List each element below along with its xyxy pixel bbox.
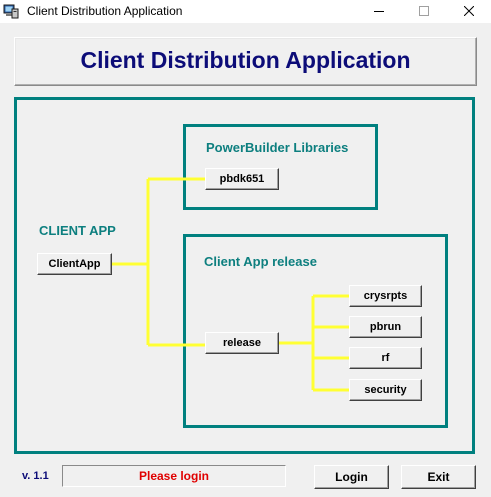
- distribution-panel: [14, 97, 475, 454]
- app-computer-icon: [3, 3, 19, 19]
- minimize-icon: [374, 3, 384, 21]
- minimize-button[interactable]: [356, 0, 402, 23]
- rf-button[interactable]: rf: [349, 347, 422, 369]
- login-button[interactable]: Login: [314, 465, 389, 489]
- version-label: v. 1.1: [22, 470, 49, 482]
- exit-button[interactable]: Exit: [401, 465, 476, 489]
- libraries-label: PowerBuilder Libraries: [206, 140, 349, 155]
- maximize-button[interactable]: [401, 0, 447, 23]
- clientapp-button[interactable]: ClientApp: [37, 253, 112, 275]
- release-label: Client App release: [204, 254, 317, 269]
- release-group: [183, 234, 448, 428]
- pbrun-button[interactable]: pbrun: [349, 316, 422, 338]
- security-button[interactable]: security: [349, 379, 422, 401]
- release-button[interactable]: release: [205, 332, 279, 354]
- status-message: Please login: [62, 465, 286, 487]
- client-app-label: CLIENT APP: [39, 223, 116, 238]
- close-button[interactable]: [446, 0, 491, 23]
- window-titlebar[interactable]: Client Distribution Application: [0, 0, 491, 23]
- page-title: Client Distribution Application: [80, 47, 411, 73]
- header-panel: Client Distribution Application: [14, 37, 477, 86]
- window-title: Client Distribution Application: [27, 4, 183, 18]
- crysrpts-button[interactable]: crysrpts: [349, 285, 422, 307]
- maximize-icon: [419, 3, 429, 21]
- libraries-group: [183, 124, 378, 210]
- close-icon: [463, 3, 475, 21]
- pbdk651-button[interactable]: pbdk651: [205, 168, 279, 190]
